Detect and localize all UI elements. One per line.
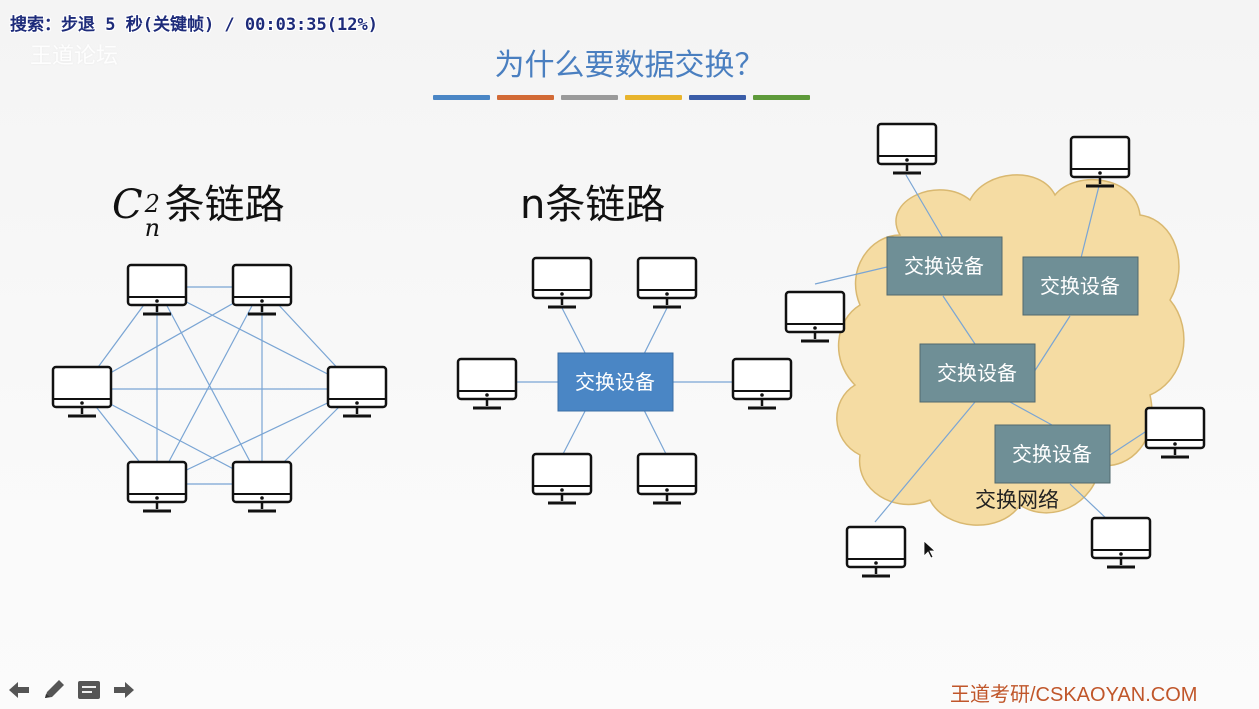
network-switch-label: 交换设备 [1012,442,1092,466]
combination-sub: n [144,214,161,242]
network-switch: 交换设备 [919,343,1036,403]
computer-icon [126,460,188,513]
color-bar [689,95,746,100]
pencil-icon[interactable] [41,678,67,702]
player-overlay-status: 搜索：步退 5 秒(关键帧) / 00:03:35(12%) [10,15,378,35]
computer-icon [456,357,518,410]
computer-icon [636,452,698,505]
network-switch-label: 交换设备 [904,254,984,278]
network-switch: 交换设备 [886,236,1003,296]
network-links [814,174,1146,523]
computer-icon [784,290,846,343]
network-switch-label: 交换设备 [1040,274,1120,298]
computer-icon [231,460,293,513]
network-switch: 交换设备 [994,424,1111,484]
computer-icon [531,256,593,309]
color-bar [561,95,618,100]
color-bar [625,95,682,100]
computer-icon [1090,516,1152,569]
network-switches: 交换设备 交换设备 交换设备 交换设备 [886,236,1139,484]
network-switch-label: 交换设备 [937,361,1017,385]
network-switch: 交换设备 [1022,256,1139,316]
full-mesh-links [81,286,358,485]
color-bar [497,95,554,100]
computer-icon [876,122,938,175]
full-mesh-computers [51,263,388,513]
star-label: n条链路 [520,182,666,228]
color-bar [433,95,490,100]
network-label: 交换网络 [975,488,1059,512]
computer-icon [126,263,188,316]
computer-icon [231,263,293,316]
computer-icon [531,452,593,505]
slide-navigation [6,678,137,702]
computer-icon [1069,135,1131,188]
combination-symbol: C [112,182,143,228]
color-bar [753,95,810,100]
computer-icon [845,525,907,578]
computer-icon [1144,406,1206,459]
computer-icon [51,365,113,418]
watermark: 王道论坛 [30,44,119,69]
mouse-cursor-icon [923,540,937,559]
menu-icon[interactable] [76,678,102,702]
full-mesh-label-text: 条链路 [164,182,285,228]
slide-title: 为什么要数据交换？ [494,48,765,83]
star-switch: 交换设备 [557,352,674,412]
arrow-right-icon[interactable] [111,678,137,702]
computer-icon [636,256,698,309]
footer-brand: 王道考研/CSKAOYAN.COM [950,684,1198,706]
computer-icon [731,357,793,410]
star-switch-label: 交换设备 [575,370,655,394]
combination-sup: 2 [144,190,160,218]
arrow-left-icon[interactable] [6,678,32,702]
